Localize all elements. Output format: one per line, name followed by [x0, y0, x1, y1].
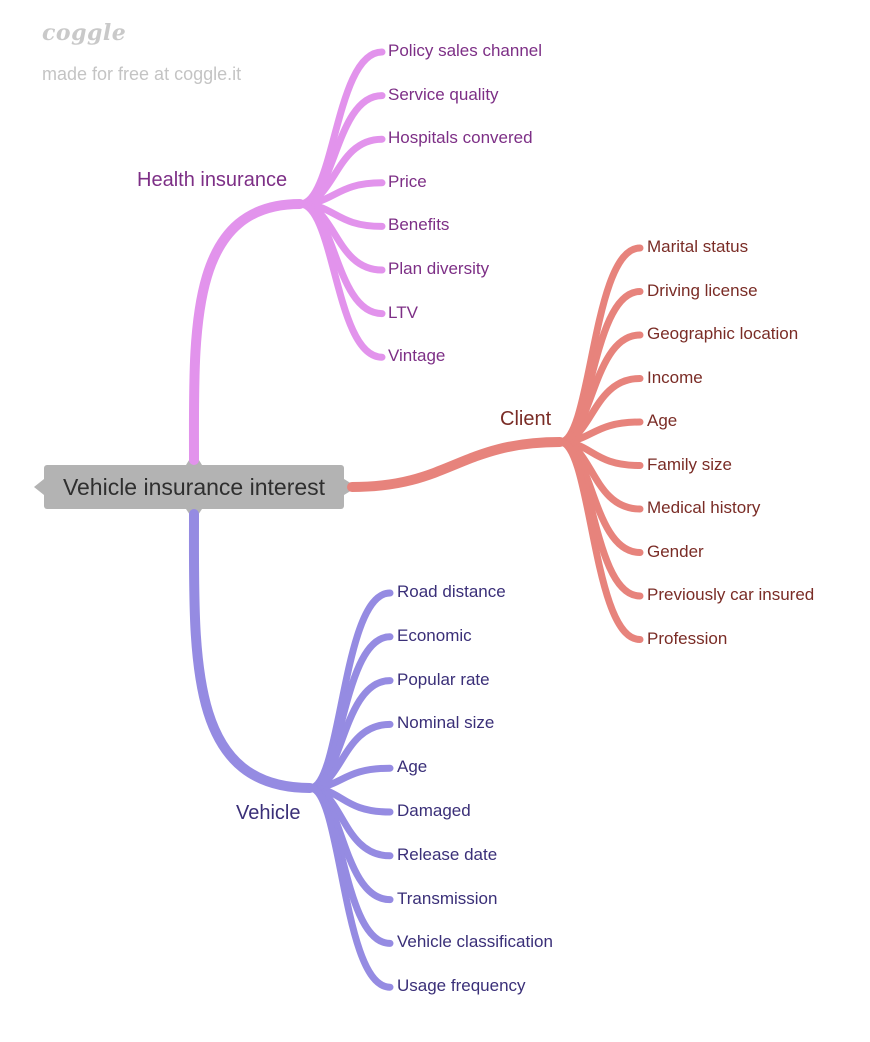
vehicle-branch-trunk [188, 509, 315, 793]
client-leaf-node[interactable]: Medical history [647, 498, 761, 517]
vehicle-leaf-node[interactable]: Age [397, 757, 428, 777]
health-leaf-node[interactable]: Plan diversity [388, 259, 490, 278]
vehicle-leaf-node[interactable]: Vehicle classification [397, 932, 553, 952]
coggle-tagline: made for free at coggle.it [42, 64, 242, 84]
vehicle-leaf-node[interactable]: Release date [397, 844, 498, 864]
root-node-label: Vehicle insurance interest [62, 473, 326, 500]
branch-client[interactable]: Client [500, 408, 552, 430]
root-node[interactable]: Vehicle insurance interest [44, 465, 344, 509]
branch-vehicle[interactable]: Vehicle [236, 802, 301, 824]
health-leaf-node[interactable]: Service quality [388, 84, 499, 104]
client-leaf-node[interactable]: Marital status [647, 237, 749, 256]
health-leaf-node[interactable]: Policy sales channel [388, 41, 543, 60]
client-leaf-node[interactable]: Profession [647, 628, 728, 648]
vehicle-leaf-node[interactable]: Nominal size [397, 713, 495, 733]
health-branch-trunk [188, 199, 305, 465]
coggle-logo: coggle [42, 20, 127, 46]
vehicle-leaf-node[interactable]: Usage frequency [397, 976, 526, 996]
client-leaf-node[interactable]: Family size [647, 454, 733, 474]
health-leaf-connector [296, 200, 386, 361]
vehicle-leaf-connector [306, 784, 394, 991]
client-leaf-node[interactable]: Previously car insured [647, 585, 815, 604]
vehicle-leaf-node[interactable]: Popular rate [397, 669, 490, 689]
root-connector-arrow [34, 479, 44, 495]
client-leaf-node[interactable]: Age [647, 411, 678, 430]
client-leaf-node[interactable]: Income [647, 367, 703, 387]
vehicle-leaf-node[interactable]: Transmission [397, 888, 498, 908]
health-leaf-node[interactable]: Benefits [388, 215, 450, 235]
health-leaf-node[interactable]: Price [388, 171, 427, 191]
client-leaf-node[interactable]: Driving license [647, 280, 758, 300]
health-leaf-node[interactable]: LTV [388, 302, 418, 322]
vehicle-leaf-node[interactable]: Damaged [397, 801, 471, 820]
branch-health-insurance[interactable]: Health insurance [137, 169, 288, 191]
health-leaf-node[interactable]: Vintage [388, 346, 446, 366]
health-leaf-node[interactable]: Hospitals convered [388, 128, 533, 148]
vehicle-leaf-node[interactable]: Road distance [397, 582, 506, 601]
client-branch-trunk [347, 437, 565, 492]
client-leaf-node[interactable]: Gender [647, 541, 704, 561]
client-leaf-connector [556, 438, 644, 643]
vehicle-leaf-node[interactable]: Economic [397, 625, 472, 645]
client-leaf-node[interactable]: Geographic location [647, 324, 799, 343]
